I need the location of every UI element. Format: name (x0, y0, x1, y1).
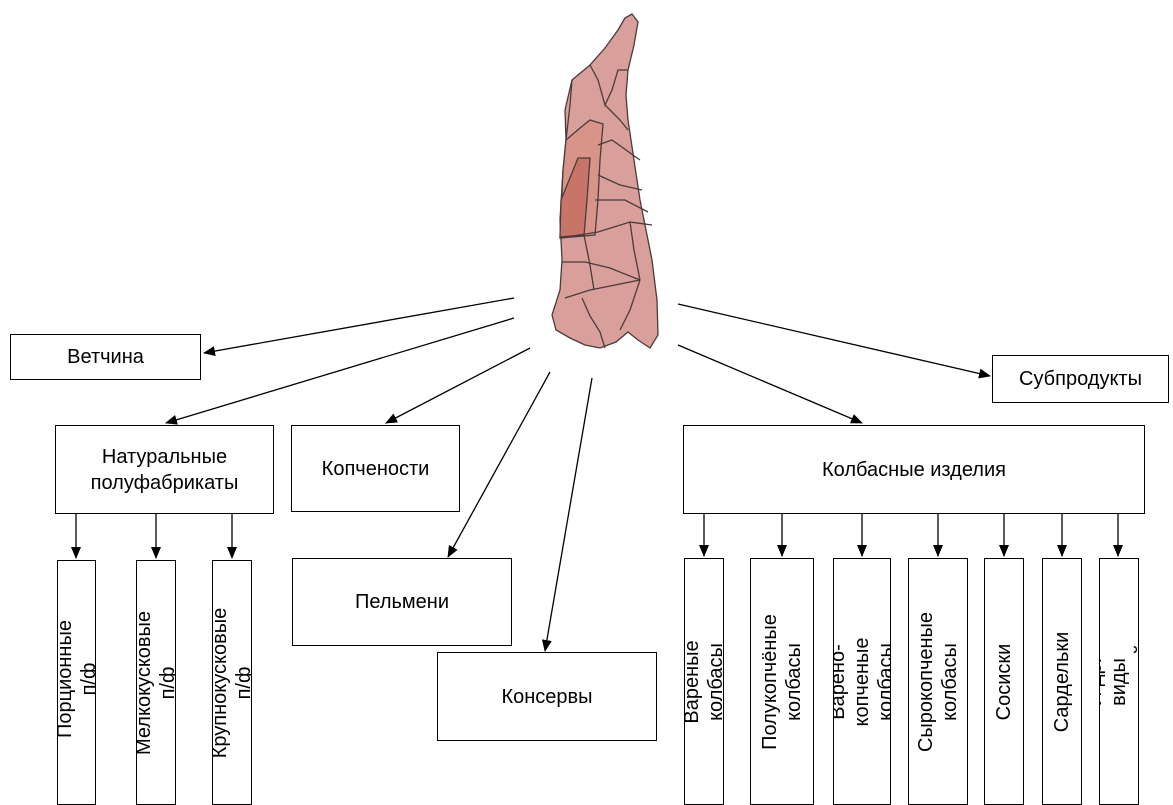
node-sardelki-label: Сардельки (1050, 631, 1074, 732)
node-varenye-label: Вареные колбасы (684, 640, 724, 723)
arrow-to-pelmeni (448, 372, 550, 557)
arrow-to-kopchenosti (386, 348, 530, 423)
node-drugie: И др. виды изделий (1099, 558, 1139, 805)
node-naturalnye: Натуральные полуфабрикаты (55, 425, 274, 514)
node-krupnokuskovye: Крупнокусковые п/ф (212, 560, 252, 805)
node-vareno-kopchenye-label: Варено-копченые колбасы (833, 637, 891, 726)
node-porcionnye-label: Порционные п/ф (57, 620, 96, 738)
node-varenye: Вареные колбасы (684, 558, 724, 805)
node-sardelki: Сардельки (1042, 558, 1082, 805)
node-pelmeni: Пельмени (292, 558, 512, 646)
node-konservy: Консервы (437, 652, 657, 741)
node-drugie-label: И др. виды изделий (1099, 643, 1139, 719)
node-krupnokuskovye-label: Крупнокусковые п/ф (212, 607, 252, 758)
node-melkokuskovye-label: Мелкокусковые п/ф (136, 610, 176, 754)
node-vareno-kopchenye: Варено-копченые колбасы (833, 558, 891, 805)
node-polukopchenye-label: Полукопчёные колбасы (758, 614, 806, 750)
node-sosiski-label: Сосиски (992, 643, 1016, 720)
node-kopchenosti: Копчености (291, 425, 460, 512)
node-vetchina: Ветчина (10, 334, 201, 380)
node-kolbasnye: Колбасные изделия (683, 425, 1145, 514)
arrow-to-vetchina (204, 298, 514, 353)
node-polukopchenye: Полукопчёные колбасы (750, 558, 814, 805)
arrow-to-naturalnye (166, 318, 514, 423)
arrow-to-kolbasnye (678, 345, 862, 423)
node-subprodukty: Субпродукты (992, 355, 1169, 403)
node-syrokopchenye-label: Сырокопченые колбасы (914, 611, 962, 751)
arrow-to-konservy (545, 378, 592, 651)
node-sosiski: Сосиски (984, 558, 1024, 805)
node-melkokuskovye: Мелкокусковые п/ф (136, 560, 176, 805)
node-syrokopchenye: Сырокопченые колбасы (908, 558, 968, 805)
node-porcionnye: Порционные п/ф (57, 560, 96, 805)
